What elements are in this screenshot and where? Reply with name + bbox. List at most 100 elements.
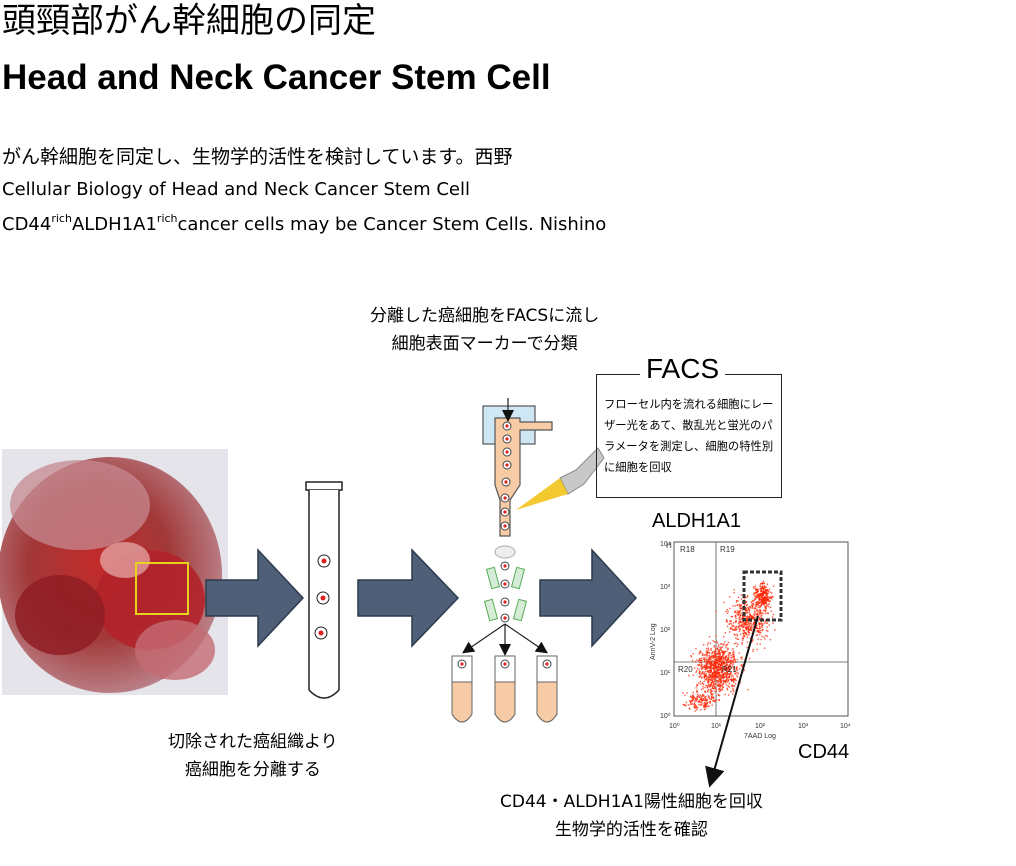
scatter-dot (702, 682, 704, 685)
scatter-dot (726, 667, 728, 669)
facs-caption-line1: 分離した癌細胞をFACSに流し (370, 306, 600, 326)
scatter-dot (757, 638, 759, 640)
scatter-dot (714, 676, 716, 678)
scatter-dot (706, 652, 708, 655)
scatter-dot (742, 630, 745, 632)
scatter-dot (708, 662, 711, 664)
scatter-dot (728, 673, 730, 675)
scatter-dot (738, 625, 740, 627)
scatter-dot (732, 656, 734, 658)
result-caption-line1: CD44・ALDH1A1陽性細胞を回収 (500, 792, 763, 812)
scatter-dot (718, 662, 720, 665)
scatter-dot (705, 651, 707, 653)
scatter-dot (732, 622, 735, 624)
scatter-dot (696, 690, 698, 693)
scatter-dot (754, 585, 757, 587)
scatter-dot (764, 638, 766, 640)
scatter-dot (703, 666, 705, 668)
scatter-dot (719, 652, 722, 654)
cell (502, 434, 512, 444)
scatter-dot (711, 667, 713, 669)
scatter-dot (716, 658, 718, 660)
scatter-dot (764, 592, 766, 594)
scatter-dot (758, 614, 760, 616)
scatter-dot (704, 706, 707, 708)
process-arrow-3 (539, 548, 638, 648)
scatter-dot (700, 665, 702, 667)
scatter-dot (715, 671, 717, 673)
scatter-dot (723, 680, 725, 682)
scatter-dot (708, 697, 711, 700)
scatter-dot (743, 622, 746, 624)
scatter-dot (695, 647, 697, 650)
scatter-dot (763, 591, 765, 593)
scatter-dot (736, 669, 739, 671)
scatter-dot (701, 695, 704, 697)
scatter-dot (718, 675, 720, 678)
scatter-dot (747, 623, 749, 626)
scatter-dot (705, 702, 707, 705)
scatter-dot (761, 585, 764, 588)
scatter-dot (703, 644, 705, 646)
scatter-dot (738, 603, 740, 606)
scatter-dot (700, 657, 703, 660)
scatter-dot (738, 623, 741, 625)
scatter-dot (709, 674, 712, 676)
scatter-dot (713, 650, 715, 653)
scatter-dot (704, 699, 706, 701)
scatter-dot (756, 597, 759, 599)
scatter-dot (742, 625, 744, 627)
scatter-dot (726, 659, 729, 662)
scatter-dot (714, 675, 716, 677)
scatter-dot (706, 699, 708, 702)
scatter-dot (754, 592, 756, 595)
scatter-dot (724, 671, 726, 674)
scatter-dot (733, 629, 735, 631)
scatter-dot (732, 687, 734, 690)
scatter-dot (705, 660, 708, 662)
scatter-dot (736, 600, 738, 602)
scatter-dot (745, 601, 748, 604)
facs-flow-cell (462, 398, 605, 656)
scatter-dot (696, 691, 698, 693)
scatter-dot (759, 613, 761, 615)
scatter-dot (710, 694, 712, 696)
scatter-dot (740, 612, 742, 614)
scatter-dot (724, 659, 726, 661)
scatter-dot (715, 668, 718, 670)
scatter-dot (726, 664, 728, 667)
scatter-dot (705, 657, 707, 659)
scatter-dot (712, 699, 714, 702)
cd44-axis-marker: CD44 (798, 741, 850, 763)
scatter-dot (728, 683, 730, 685)
scatter-dot (704, 666, 707, 669)
scatter-dot (733, 655, 735, 658)
scatter-dot (760, 594, 762, 597)
scatter-dot (758, 599, 761, 602)
scatter-dot (760, 601, 762, 603)
scatter-dot (764, 601, 767, 603)
scatter-dot (765, 589, 768, 591)
excision-caption-line1: 切除された癌組織より (168, 732, 338, 752)
scatter-dot (699, 671, 701, 673)
scatter-dot (747, 626, 749, 628)
scatter-dot (698, 700, 701, 703)
scatter-dot (714, 699, 716, 702)
scatter-dot (720, 677, 722, 679)
scatter-dot (719, 649, 721, 651)
scatter-dot (752, 616, 755, 618)
scatter-dot (704, 697, 706, 700)
scatter-dot (738, 626, 740, 628)
scatter-dot (720, 666, 722, 668)
scatter-dot (708, 666, 710, 668)
scatter-dot (740, 594, 742, 596)
scatter-dot (717, 694, 719, 696)
scatter-dot (727, 685, 729, 687)
scatter-dot (762, 612, 764, 615)
collection-tube-left (451, 655, 473, 723)
scatter-dot (703, 672, 706, 674)
scatter-dot (697, 664, 699, 666)
scatter-dot (758, 593, 761, 595)
description-english-line1: Cellular Biology of Head and Neck Cancer… (2, 179, 470, 200)
